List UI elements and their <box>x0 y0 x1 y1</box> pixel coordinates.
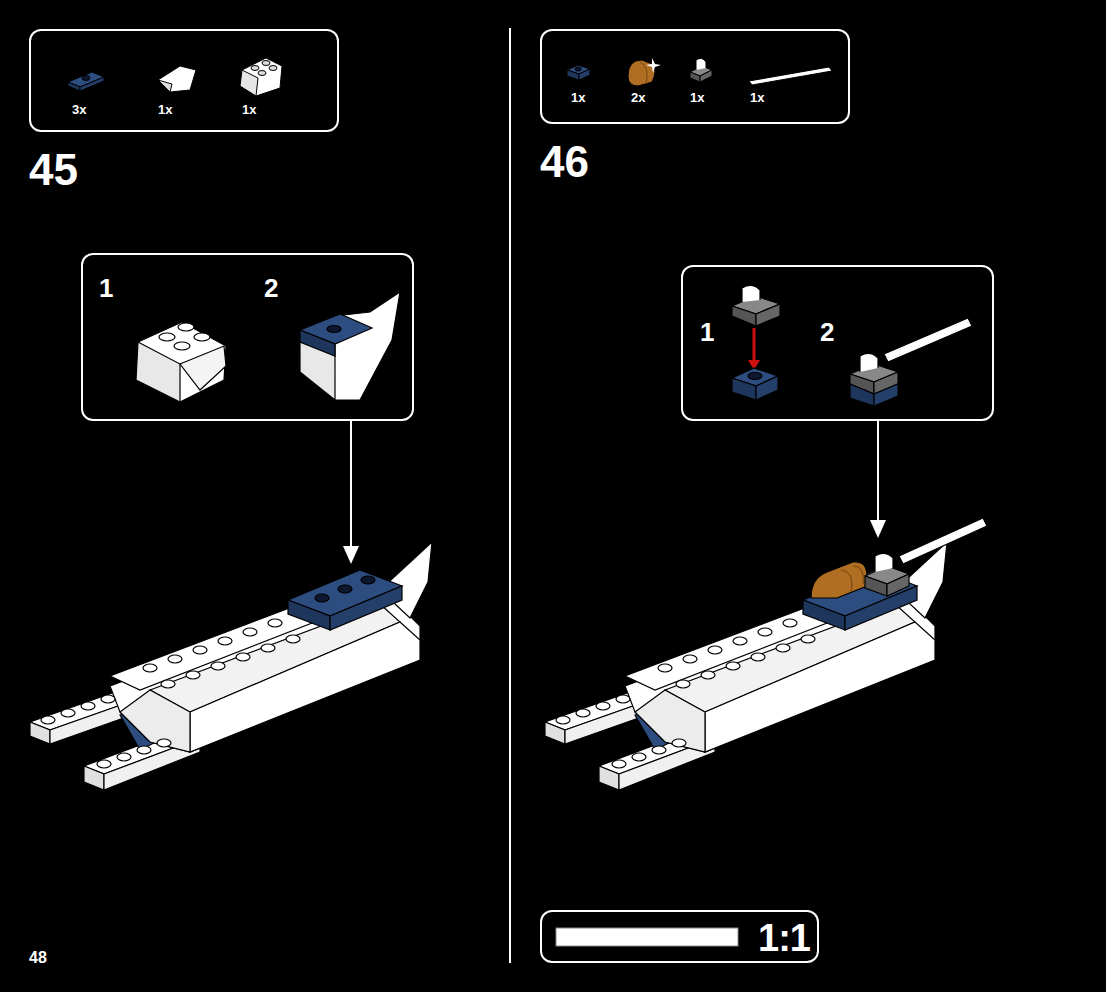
sub-assembly <box>732 285 972 406</box>
part-count: 1x <box>690 91 704 104</box>
sub-step-number: 2 <box>264 275 278 301</box>
parts-box: 1x 2x 1x 1x <box>540 29 850 124</box>
parts-icons <box>68 58 282 96</box>
part-count: 2x <box>631 91 645 104</box>
part-count: 1x <box>242 103 256 116</box>
model <box>30 542 432 790</box>
step-number: 45 <box>29 148 78 192</box>
part-count: 1x <box>571 91 585 104</box>
parts-icons <box>567 58 832 86</box>
model <box>545 518 987 790</box>
part-count: 1x <box>158 103 172 116</box>
scale-box: 1:1 <box>540 910 819 963</box>
callout-box: 12 <box>681 265 994 421</box>
pointer-arrow <box>343 421 886 564</box>
callout-box: 12 <box>81 253 414 421</box>
sub-step-number: 2 <box>820 319 834 345</box>
scale-label: 1:1 <box>758 919 810 957</box>
sub-step-number: 1 <box>700 319 714 345</box>
part-count: 3x <box>72 103 86 116</box>
page-number: 48 <box>29 950 47 966</box>
scale-bar <box>556 928 738 946</box>
part-count: 1x <box>750 91 764 104</box>
sub-assembly <box>136 292 400 402</box>
page-divider <box>509 28 511 963</box>
step-number: 46 <box>540 140 589 184</box>
sub-step-number: 1 <box>99 275 113 301</box>
parts-box: 3x 1x 1x <box>29 29 339 132</box>
